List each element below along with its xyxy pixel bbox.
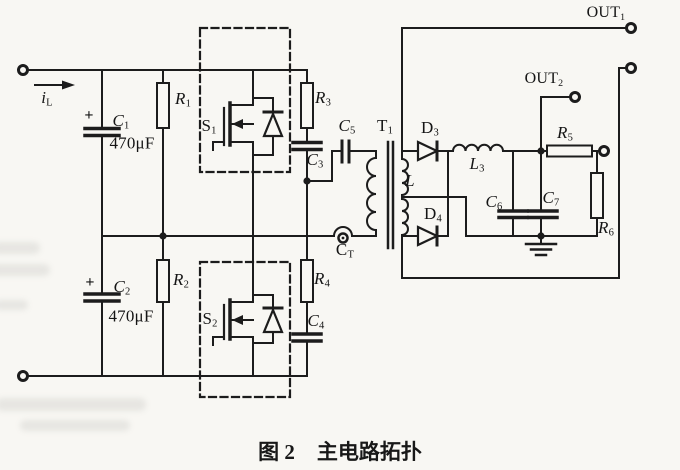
label-c6: C6 [485, 191, 503, 213]
out2-terminal-icon [569, 91, 581, 103]
junction-dots [159, 147, 545, 240]
label-r2: R2 [172, 269, 190, 291]
diode-d3-icon [401, 140, 454, 162]
input-terminal-top-icon [17, 64, 29, 76]
label-s1: S1 [201, 115, 217, 137]
label-c2-polarity: + [85, 274, 95, 291]
resistor-r2 [156, 259, 170, 377]
out1-terminal-icon [625, 22, 637, 34]
label-d3: D3 [421, 117, 439, 139]
label-out1: OUT1 [586, 4, 626, 23]
label-r3: R3 [314, 87, 332, 109]
current-sensor-ct-icon [337, 232, 349, 244]
resistor-r4 [300, 259, 314, 335]
figure-caption: 图 2 主电路拓扑 [0, 438, 680, 464]
out1-return-terminal-icon [625, 62, 637, 74]
label-c7: C7 [542, 187, 560, 209]
label-ct: CT [335, 239, 355, 261]
inductor-l3 [451, 143, 548, 153]
label-c1-polarity: + [84, 107, 94, 124]
label-c3: C3 [306, 149, 324, 171]
label-r5: R5 [556, 122, 574, 144]
label-t1: T1 [376, 115, 394, 137]
label-d4: D4 [424, 203, 442, 225]
dashed-box-s1 [198, 26, 292, 174]
capacitor-c7 [527, 96, 559, 237]
resistor-r6 [590, 150, 604, 237]
label-r6: R6 [597, 217, 615, 239]
capacitor-c2 [83, 235, 121, 377]
sense-terminal-icon [598, 145, 610, 157]
capacitor-c4 [291, 332, 323, 377]
out1-wires [401, 27, 627, 279]
resistor-r5 [546, 144, 600, 158]
label-il: iL [41, 87, 53, 109]
label-r1: R1 [174, 88, 192, 110]
body-diode-s2-icon [252, 294, 284, 344]
diode-d4-icon [401, 150, 449, 247]
capacitor-c6 [497, 150, 529, 237]
center-tap-wire [401, 196, 598, 237]
figure-caption-number: 图 2 [258, 440, 295, 464]
label-r4: R4 [313, 268, 331, 290]
capacitor-c3 [291, 140, 323, 261]
mosfet-s1 [212, 69, 254, 237]
scan-artifact [20, 420, 130, 431]
dashed-box-s2 [198, 260, 292, 399]
label-c1: C1 [112, 110, 130, 132]
current-arrow-icon [34, 80, 75, 90]
input-terminal-bottom-icon [17, 370, 29, 382]
capacitor-c1 [83, 69, 121, 237]
mid-rail-wire [101, 226, 377, 238]
label-c2: C2 [113, 276, 131, 298]
capacitor-c5 [340, 139, 377, 164]
transformer-t1 [366, 27, 409, 279]
label-c2-value: 470μF [108, 306, 154, 326]
wire-to-c5 [306, 150, 343, 182]
mosfet-s2 [212, 235, 254, 377]
label-l: L [405, 170, 415, 190]
scan-artifact [0, 264, 50, 276]
label-c4: C4 [307, 310, 325, 332]
body-diode-s1-icon [252, 97, 284, 156]
label-c5: C5 [338, 115, 356, 137]
resistor-r3 [300, 82, 314, 144]
resistor-r1 [156, 69, 170, 261]
scan-artifact [0, 398, 146, 411]
top-rail-wire [26, 69, 308, 84]
figure-caption-title: 主电路拓扑 [316, 440, 422, 464]
label-c1-value: 470μF [109, 133, 155, 153]
label-out2: OUT2 [524, 70, 564, 89]
scan-artifact [0, 300, 28, 310]
scan-artifact [0, 242, 40, 254]
label-s2: S2 [202, 308, 218, 330]
label-l3: L3 [469, 153, 485, 175]
